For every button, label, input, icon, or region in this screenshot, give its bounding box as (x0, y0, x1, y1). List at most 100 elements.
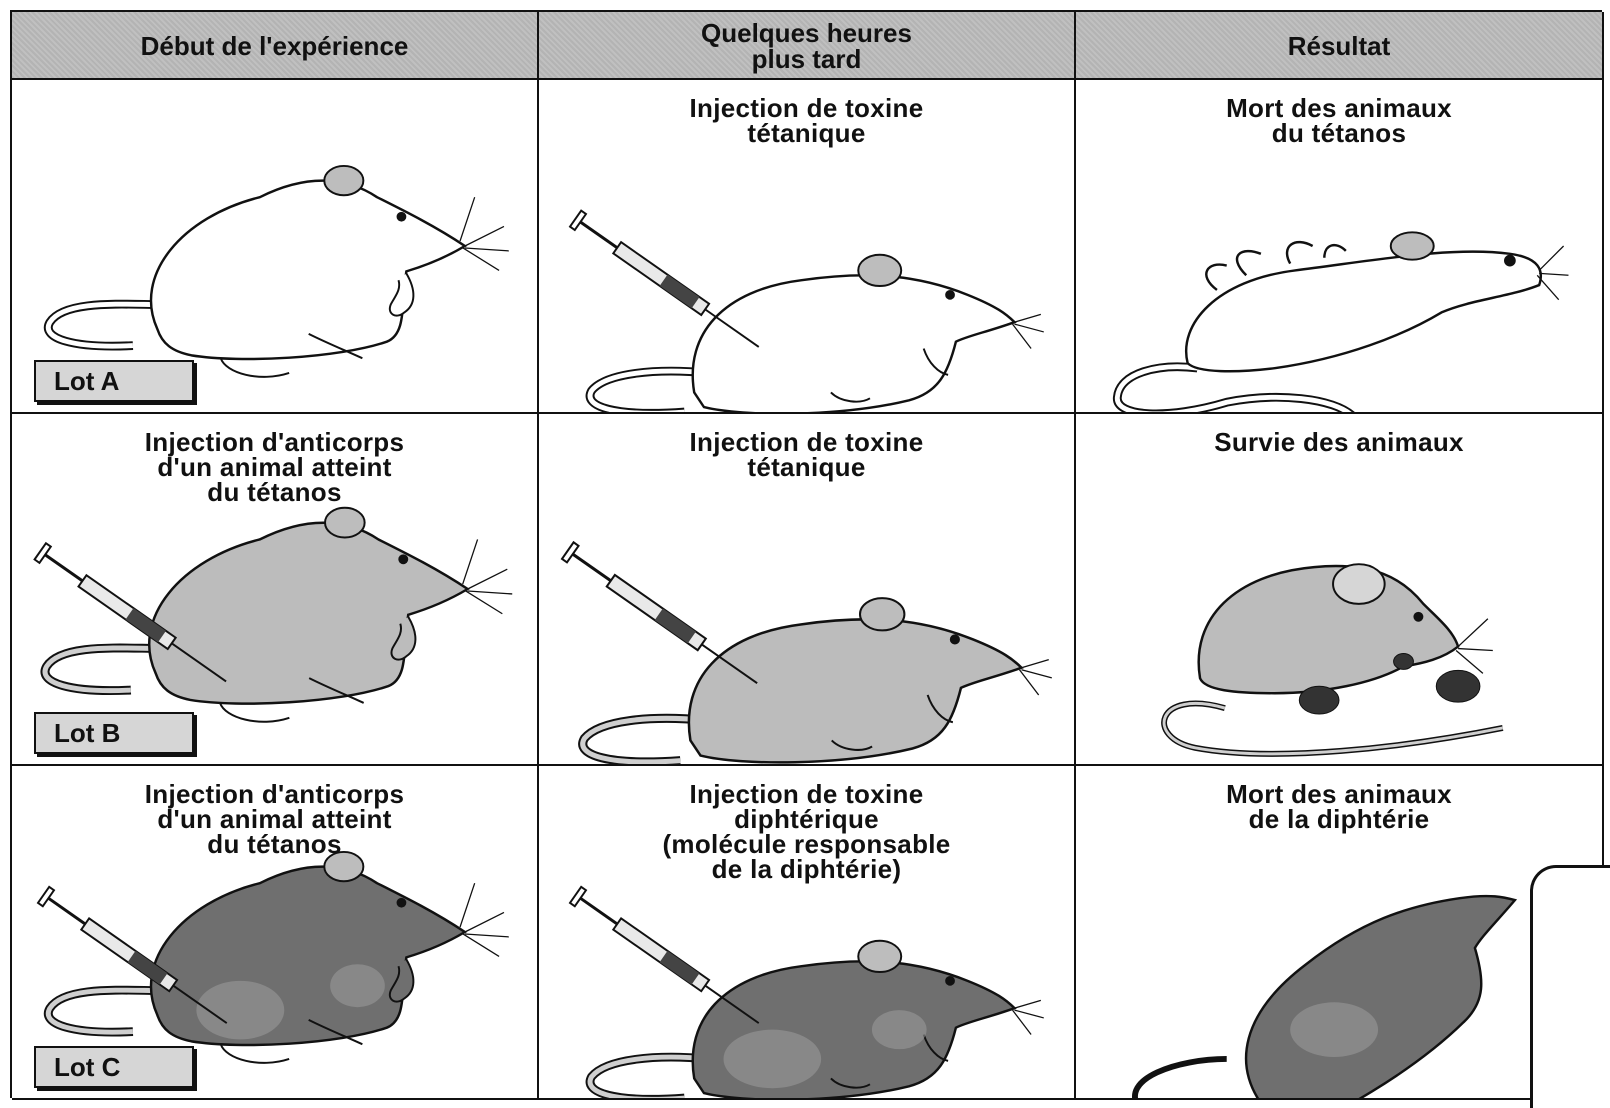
syringe-part (580, 898, 617, 924)
header-result: Résultat (1076, 12, 1604, 80)
syringe-part (38, 887, 54, 906)
mouse-body (48, 166, 509, 377)
syringe-part (48, 898, 85, 924)
mouse-part (1022, 660, 1049, 668)
mouse-part (583, 718, 706, 762)
mouse-part (45, 648, 161, 691)
seed-icon (1436, 670, 1480, 702)
mouse-body (1210, 855, 1562, 1098)
syringe-part (573, 554, 611, 581)
mouse-part (1014, 324, 1043, 332)
mouse-icon (539, 80, 1074, 412)
syringe-part (45, 555, 82, 581)
mouse-part (1186, 252, 1541, 372)
mouse-part (151, 181, 465, 359)
mouse-part (689, 619, 1022, 762)
header-start: Début de l'expérience (12, 12, 539, 80)
syringe-part (660, 275, 700, 309)
mouse-part (324, 166, 363, 195)
mouse-part (465, 934, 509, 937)
mouse-part (1117, 367, 1353, 412)
mouse-part (1456, 651, 1483, 674)
eating-mouse-icon (1076, 414, 1602, 764)
mouse-part (945, 976, 955, 986)
mouse-part (1333, 564, 1385, 604)
mouse-part (724, 1030, 822, 1089)
syringe-part (655, 609, 696, 644)
syringe-part (613, 918, 709, 991)
lot-label-b: Lot B (34, 712, 194, 754)
caption-line: Quelques heures (701, 20, 912, 46)
mouse-part (858, 941, 901, 972)
dead-mouse-icon (1076, 766, 1602, 1098)
mouse-part (465, 226, 504, 246)
header-later: Quelques heuresplus tard (539, 12, 1076, 80)
mouse-part (1164, 703, 1503, 753)
syringe-part (660, 951, 700, 985)
lot-label-a: Lot A (34, 360, 194, 402)
mouse-part (397, 212, 407, 222)
mouse-part (330, 964, 385, 1007)
syringe-part (613, 242, 709, 315)
mouse-part (1458, 619, 1488, 647)
mouse-body (590, 941, 1044, 1098)
mouse-part (1014, 1000, 1040, 1008)
caption-line: plus tard (701, 46, 912, 72)
experiment-table: Début de l'expérience Quelques heuresplu… (10, 10, 1602, 1098)
header-later-text: Quelques heuresplus tard (701, 20, 912, 72)
mouse-part (48, 304, 162, 346)
mouse-part (1539, 246, 1563, 270)
mouse-part (860, 598, 904, 630)
cell-a-later: Injection de toxinetétanique (539, 80, 1076, 414)
mouse-part (465, 912, 504, 932)
mouse-part (1539, 273, 1568, 275)
mouse-part (221, 1044, 289, 1063)
mouse-part (397, 898, 407, 908)
cell-c-later: Injection de toxinediphtérique(molécule … (539, 766, 1076, 1100)
mouse-part (325, 508, 365, 538)
mouse-part (1164, 703, 1503, 753)
syringe-part (580, 222, 617, 248)
lot-label-c: Lot C (34, 1046, 194, 1088)
syringe-part (607, 575, 706, 650)
cell-b-start: Injection d'anticorpsd'un animal atteint… (12, 414, 539, 766)
mouse-part (324, 852, 363, 881)
seed-icon (1299, 686, 1339, 714)
header-start-text: Début de l'expérience (141, 33, 409, 59)
mouse-part (872, 1010, 927, 1049)
cell-c-start: Injection d'anticorpsd'un animal atteint… (12, 766, 539, 1100)
mouse-icon (539, 766, 1074, 1098)
mouse-body (583, 598, 1052, 762)
mouse-part (590, 371, 709, 412)
mouse-part (1413, 612, 1423, 622)
mouse-part (48, 990, 162, 1032)
syringe-part (35, 543, 51, 563)
mouse-body (1117, 232, 1568, 412)
mouse-part (950, 634, 960, 644)
mouse-part (463, 248, 499, 270)
mouse-part (1135, 1059, 1227, 1098)
mouse-part (1290, 1002, 1378, 1057)
mouse-part (463, 934, 499, 956)
mouse-part (1504, 255, 1516, 267)
cell-a-result: Mort des animauxdu tétanos (1076, 80, 1604, 414)
syringe-part (570, 887, 586, 906)
caption-line: Résultat (1288, 33, 1391, 59)
mouse-body (1164, 564, 1503, 754)
cell-a-start: Lot A (12, 80, 539, 414)
mouse-part (460, 883, 475, 927)
mouse-part (465, 248, 509, 251)
mouse-body (48, 852, 509, 1063)
syringe-part (570, 211, 586, 230)
mouse-part (1210, 855, 1562, 1098)
mouse-part (693, 275, 1015, 412)
mouse-part (1537, 275, 1558, 299)
page-corner-tab (1530, 865, 1610, 1108)
cell-c-result: Mort des animauxde la diphtérie (1076, 766, 1604, 1100)
syringe-part (562, 542, 579, 562)
mouse-part (460, 197, 475, 241)
caption-line: Début de l'expérience (141, 33, 409, 59)
mouse-part (466, 591, 503, 614)
mouse-part (858, 255, 901, 286)
mouse-part (945, 290, 955, 300)
